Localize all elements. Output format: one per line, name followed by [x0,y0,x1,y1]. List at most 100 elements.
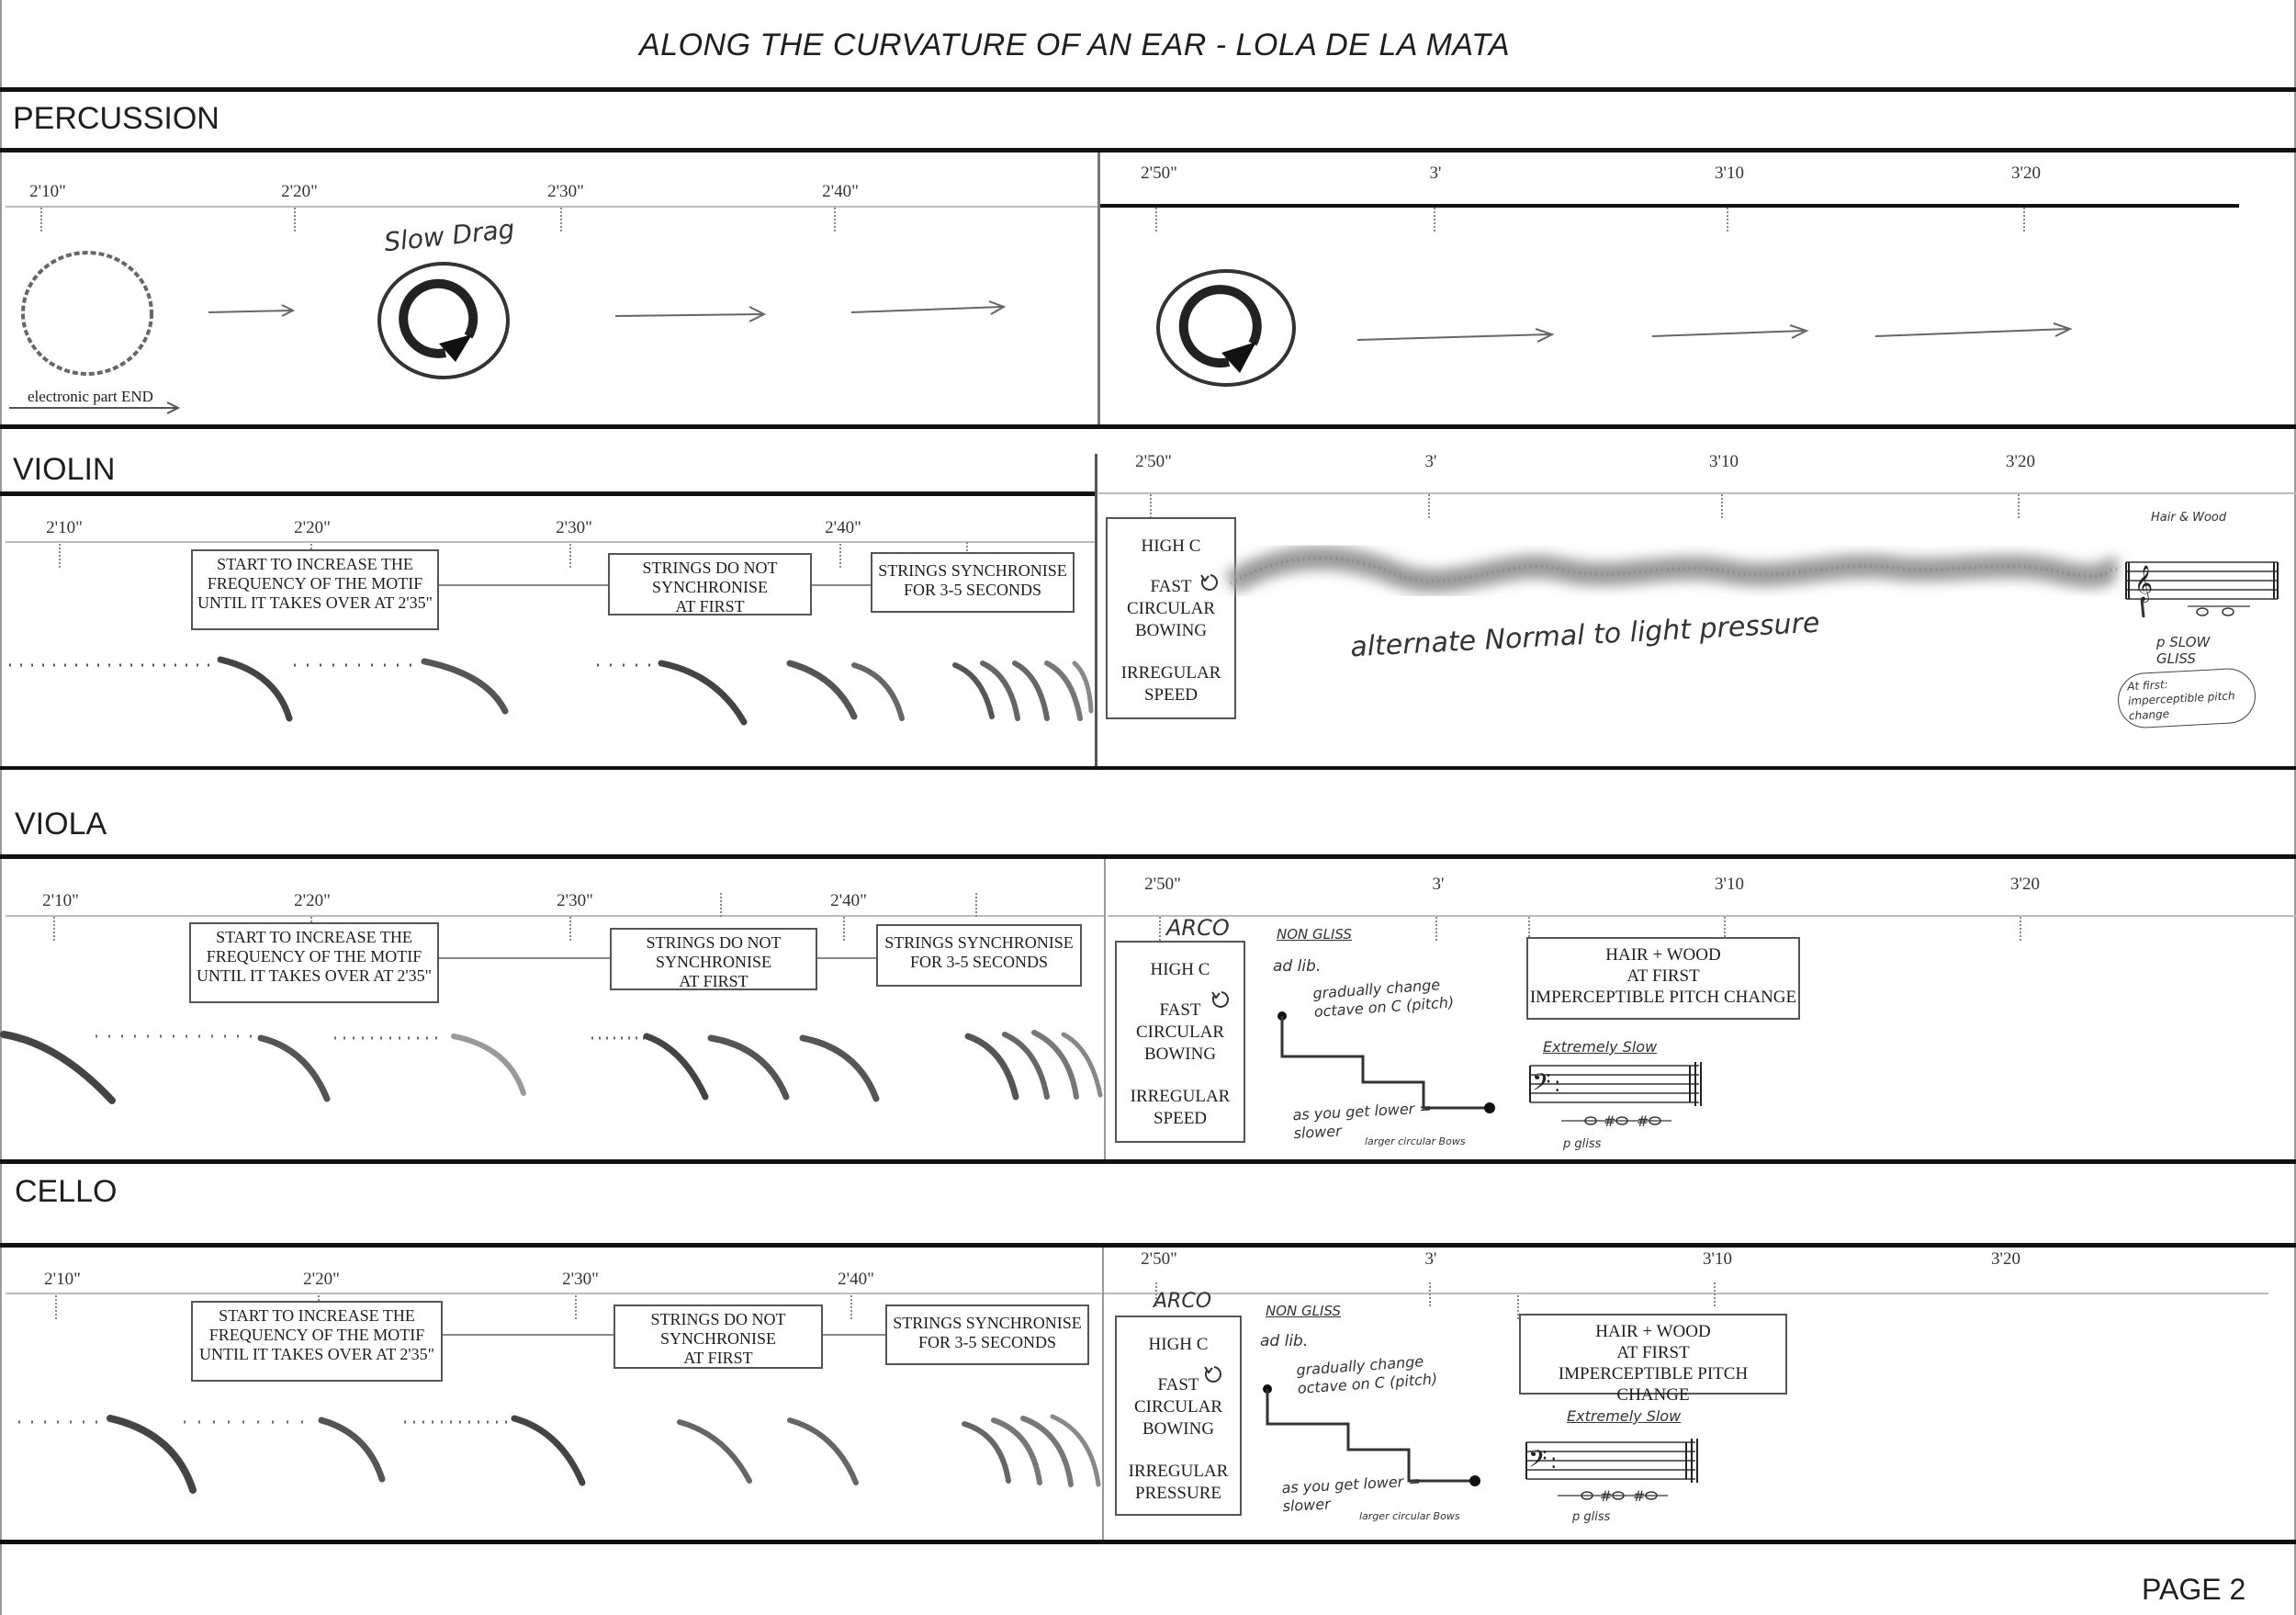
divider [0,87,2296,92]
tick-label: 3' [1424,452,1437,471]
section-label-violin: VIOLIN [13,452,116,487]
non-gliss-annotation: NON GLISS [1277,926,1352,943]
octave-step-diagram [1277,1011,1495,1113]
page-title: ALONG THE CURVATURE OF AN EAR - LOLA DE … [639,28,1510,62]
svg-text:𝄞: 𝄞 [2134,565,2153,603]
arco-annotation: ARCO [1166,915,1230,941]
tick-mark [575,1295,577,1319]
tick-label: 2'20" [303,1270,340,1289]
box-line: STRINGS DO NOT [650,1310,786,1328]
panel-divider [1102,1248,1104,1540]
treble-staff: 𝄞 [2125,561,2279,618]
panel-divider [1095,454,1097,766]
tick-label: 2'20" [294,891,331,910]
svg-text:𝄢: 𝄢 [1528,1444,1548,1479]
box-line: STRINGS SYNCHRONISE [893,1314,1082,1332]
box-line: HAIR + WOOD [1605,945,1721,965]
tick-mark [975,893,977,917]
tick-mark [569,917,571,941]
box-line: IMPERCEPTIBLE PITCH CHANGE [1558,1364,1749,1405]
tick-label: 3'20 [1991,1249,2020,1269]
box-line: CIRCULAR [1133,1397,1223,1417]
arrow-icon [1874,322,2073,337]
box-line: FAST [1159,1000,1201,1020]
extremely-slow-annotation: Extremely Slow [1543,1038,1658,1056]
tick-label: 2'40" [830,891,867,910]
box-line: HAIR + WOOD [1595,1322,1711,1341]
divider [0,1243,2296,1248]
tick-mark [1517,1295,1519,1319]
tick-mark [1727,208,1728,232]
box-line: CIRCULAR [1135,1022,1225,1042]
tick-label: 2'50" [1141,1249,1177,1269]
technique-box: HIGH C FAST CIRCULAR BOWING IRREGULAR SP… [1106,517,1236,719]
box-line: SYNCHRONISE [651,578,769,596]
box-line: FREQUENCY OF THE MOTIF [208,1326,425,1344]
arrow-icon [1651,324,1809,339]
tick-mark [1721,494,1723,518]
tick-label: 2'30" [556,518,592,537]
connector-line [808,584,872,586]
box-line: STRINGS DO NOT [642,559,778,577]
panel-divider [1104,859,1106,1162]
technique-box: HIGH C FAST CIRCULAR BOWING IRREGULAR SP… [1115,941,1245,1143]
tick-mark [2020,917,2021,941]
tick-label: 2'10" [42,891,79,910]
tick-mark [2018,494,2020,518]
tick-mark [569,544,571,568]
bow-motif-strokes [18,1414,1101,1494]
at-first-annotation: At first: imperceptible pitch change [2116,667,2257,729]
tick-mark [720,893,722,917]
tick-mark [834,208,836,232]
tick-mark [59,544,61,568]
tick-label: 2'20" [294,518,331,537]
divider [0,148,2296,152]
tick-mark [53,917,55,941]
tick-mark [839,544,841,568]
svg-text:#: # [1633,1487,1645,1505]
larger-bows-annotation: larger circular Bows [1365,1135,1466,1147]
tick-label: 3'10 [1715,164,1744,183]
box-line: UNTIL IT TAKES OVER AT 2'35" [199,1345,434,1363]
arrow-icon [850,300,1007,315]
tick-label: 3'20 [2011,164,2041,183]
arrow-icon [614,306,767,322]
instruction-box: START TO INCREASE THE FREQUENCY OF THE M… [189,922,439,1003]
bow-motif-strokes [0,1030,1103,1104]
box-line: IMPERCEPTIBLE PITCH CHANGE [1529,988,1797,1007]
bow-motif-strokes [9,656,1094,726]
box-line: IRREGULAR [1130,1087,1231,1106]
larger-bows-annotation: larger circular Bows [1359,1510,1460,1522]
timeline [6,206,1098,208]
tick-mark [1724,917,1726,941]
svg-text:𝄢: 𝄢 [1532,1067,1551,1102]
tick-mark [2023,208,2025,232]
box-line: FREQUENCY OF THE MOTIF [206,947,422,966]
tick-label: 3'10 [1703,1249,1732,1269]
circular-drag-icon [1156,269,1296,387]
circular-drag-icon [377,262,510,379]
connector-line [816,957,880,959]
hair-wood-box: HAIR + WOOD AT FIRST IMPERCEPTIBLE PITCH… [1526,937,1800,1020]
instruction-box: STRINGS DO NOT SYNCHRONISE AT FIRST [608,553,812,616]
timeline [1098,492,2296,494]
circular-arrow-icon [1204,1366,1221,1383]
tick-label: 3'10 [1709,452,1739,471]
noisy-wave-band [1224,546,2119,594]
divider [0,854,2296,859]
svg-text::: : [1554,1074,1560,1097]
arrow-icon [9,401,181,414]
box-line: FOR 3-5 SECONDS [917,1333,1057,1351]
tick-label: 2'30" [562,1270,599,1289]
non-gliss-annotation: NON GLISS [1266,1303,1341,1319]
box-line: FOR 3-5 SECONDS [903,581,1042,599]
p-gliss-annotation: p gliss [1572,1510,1611,1524]
tick-label: 2'10" [29,182,66,201]
timeline [1108,915,2296,917]
box-line: SYNCHRONISE [659,1329,777,1348]
tick-mark [850,1295,852,1319]
ad-lib-annotation: ad lib. [1260,1332,1309,1350]
tick-mark [1428,494,1430,518]
box-line: SPEED [1143,685,1199,705]
